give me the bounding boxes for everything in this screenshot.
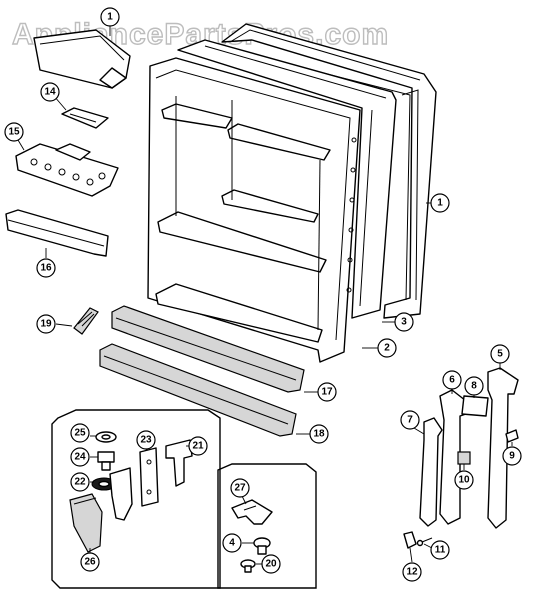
callout-label: 4 (229, 538, 235, 549)
callout-label: 2 (384, 343, 390, 354)
callout-label: 7 (407, 415, 413, 426)
callout-label: 17 (321, 387, 333, 398)
callout-16[interactable]: 16 (36, 258, 56, 278)
callout-6[interactable]: 6 (442, 370, 462, 390)
callout-11[interactable]: 11 (430, 540, 450, 560)
callout-label: 16 (40, 263, 52, 274)
hinge-bar-short (419, 417, 443, 527)
door-stop-clip (73, 307, 99, 335)
callout-label: 6 (449, 375, 455, 386)
callout-label: 20 (265, 559, 277, 570)
callout-17[interactable]: 17 (317, 382, 337, 402)
callout-19[interactable]: 19 (36, 314, 56, 334)
hinge-cap (403, 531, 417, 549)
callout-label: 18 (313, 429, 325, 440)
callout-22[interactable]: 22 (70, 472, 90, 492)
door-panel (177, 39, 397, 319)
callout-2[interactable]: 2 (377, 338, 397, 358)
hinge-bushing (457, 451, 471, 465)
callout-1-top[interactable]: 1 (100, 7, 120, 27)
callout-25[interactable]: 25 (70, 423, 90, 443)
callout-label: 21 (192, 441, 204, 452)
callout-label: 27 (234, 483, 246, 494)
callout-20[interactable]: 20 (261, 554, 281, 574)
callout-26[interactable]: 26 (80, 552, 100, 572)
callout-18[interactable]: 18 (309, 424, 329, 444)
callout-label: 19 (40, 319, 52, 330)
callout-12[interactable]: 12 (402, 562, 422, 582)
handle-trim-lower (99, 343, 297, 437)
callout-label: 26 (84, 557, 96, 568)
callout-label: 3 (401, 317, 407, 328)
callout-label: 22 (74, 477, 86, 488)
callout-label: 23 (140, 435, 152, 446)
callout-3[interactable]: 3 (394, 312, 414, 332)
callout-label: 1 (437, 198, 443, 209)
misc-hardware-inset (217, 463, 317, 589)
egg-tray-insert (61, 107, 109, 129)
shelf-trim-bar (5, 209, 109, 257)
callout-24[interactable]: 24 (70, 447, 90, 467)
callout-label: 5 (497, 349, 503, 360)
callout-label: 14 (44, 87, 56, 98)
callout-23[interactable]: 23 (136, 430, 156, 450)
callout-1-right[interactable]: 1 (430, 193, 450, 213)
callout-27[interactable]: 27 (230, 478, 250, 498)
egg-tray (15, 143, 119, 197)
callout-label: 11 (435, 545, 446, 556)
callout-14[interactable]: 14 (40, 82, 60, 102)
callout-5[interactable]: 5 (490, 344, 510, 364)
callout-9[interactable]: 9 (502, 446, 522, 466)
callout-label: 10 (458, 475, 470, 486)
callout-label: 15 (8, 127, 20, 138)
handle-trim-upper (111, 305, 305, 393)
callout-7[interactable]: 7 (400, 410, 420, 430)
door-liner (147, 57, 361, 363)
hinge-screw (505, 429, 519, 443)
callout-label: 12 (406, 567, 418, 578)
callout-label: 9 (509, 451, 515, 462)
hinge-pin (416, 537, 433, 547)
callout-label: 24 (74, 452, 86, 463)
hinge-bar-long (487, 367, 519, 529)
hinge-bar-medium (439, 389, 471, 525)
callout-label: 25 (74, 428, 86, 439)
callout-label: 1 (107, 12, 113, 23)
callout-10[interactable]: 10 (454, 470, 474, 490)
hinge-bracket-small (461, 395, 489, 417)
callout-4[interactable]: 4 (222, 533, 242, 553)
callout-label: 8 (471, 381, 477, 392)
callout-8[interactable]: 8 (464, 376, 484, 396)
callout-21[interactable]: 21 (188, 436, 208, 456)
callout-15[interactable]: 15 (4, 122, 24, 142)
dairy-door (33, 29, 131, 89)
